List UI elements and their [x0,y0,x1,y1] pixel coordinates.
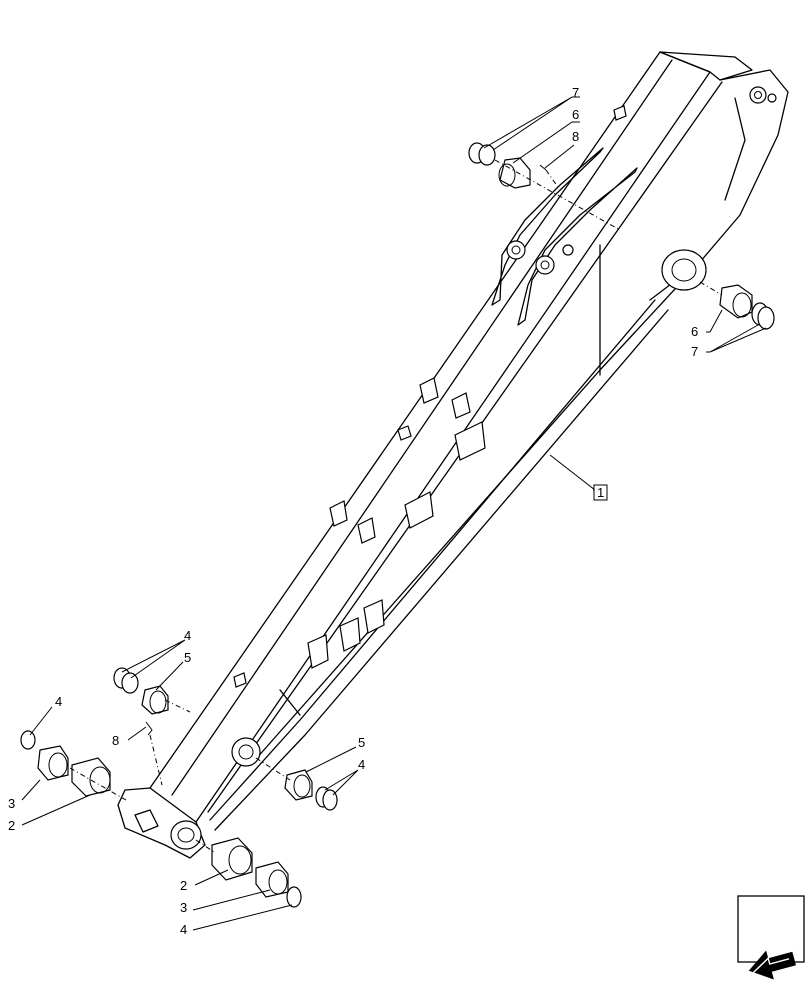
callout-5-upper-left: 5 [184,650,191,665]
callout-1-main: 1 [597,485,604,500]
callout-8-top: 8 [572,129,579,144]
wear-pads [233,105,627,688]
callout-6-top: 6 [572,107,579,122]
callout-labels: 7 6 8 1 6 7 4 5 8 4 3 2 5 4 2 3 4 [8,85,698,937]
callout-2-bottom: 2 [180,878,187,893]
assembly-lines [69,159,723,853]
callout-4-bottom: 4 [180,922,187,937]
callout-6-right: 6 [691,324,698,339]
linkage-ears [491,147,638,326]
callout-3-bottom: 3 [180,900,187,915]
leader-lines [21,96,767,931]
callout-8-lower-left: 8 [112,733,119,748]
loose-parts [20,142,775,908]
callout-5-mid: 5 [358,735,365,750]
callout-4-upper-left: 4 [184,628,191,643]
callout-4-mid: 4 [358,757,365,772]
callout-7-right: 7 [691,344,698,359]
callout-7-top: 7 [572,85,579,100]
boom-arm [117,51,789,859]
callout-2-left: 2 [8,818,15,833]
callout-3-left: 3 [8,796,15,811]
callout-4-far-left: 4 [55,694,62,709]
next-page-arrow-icon[interactable] [737,895,805,985]
